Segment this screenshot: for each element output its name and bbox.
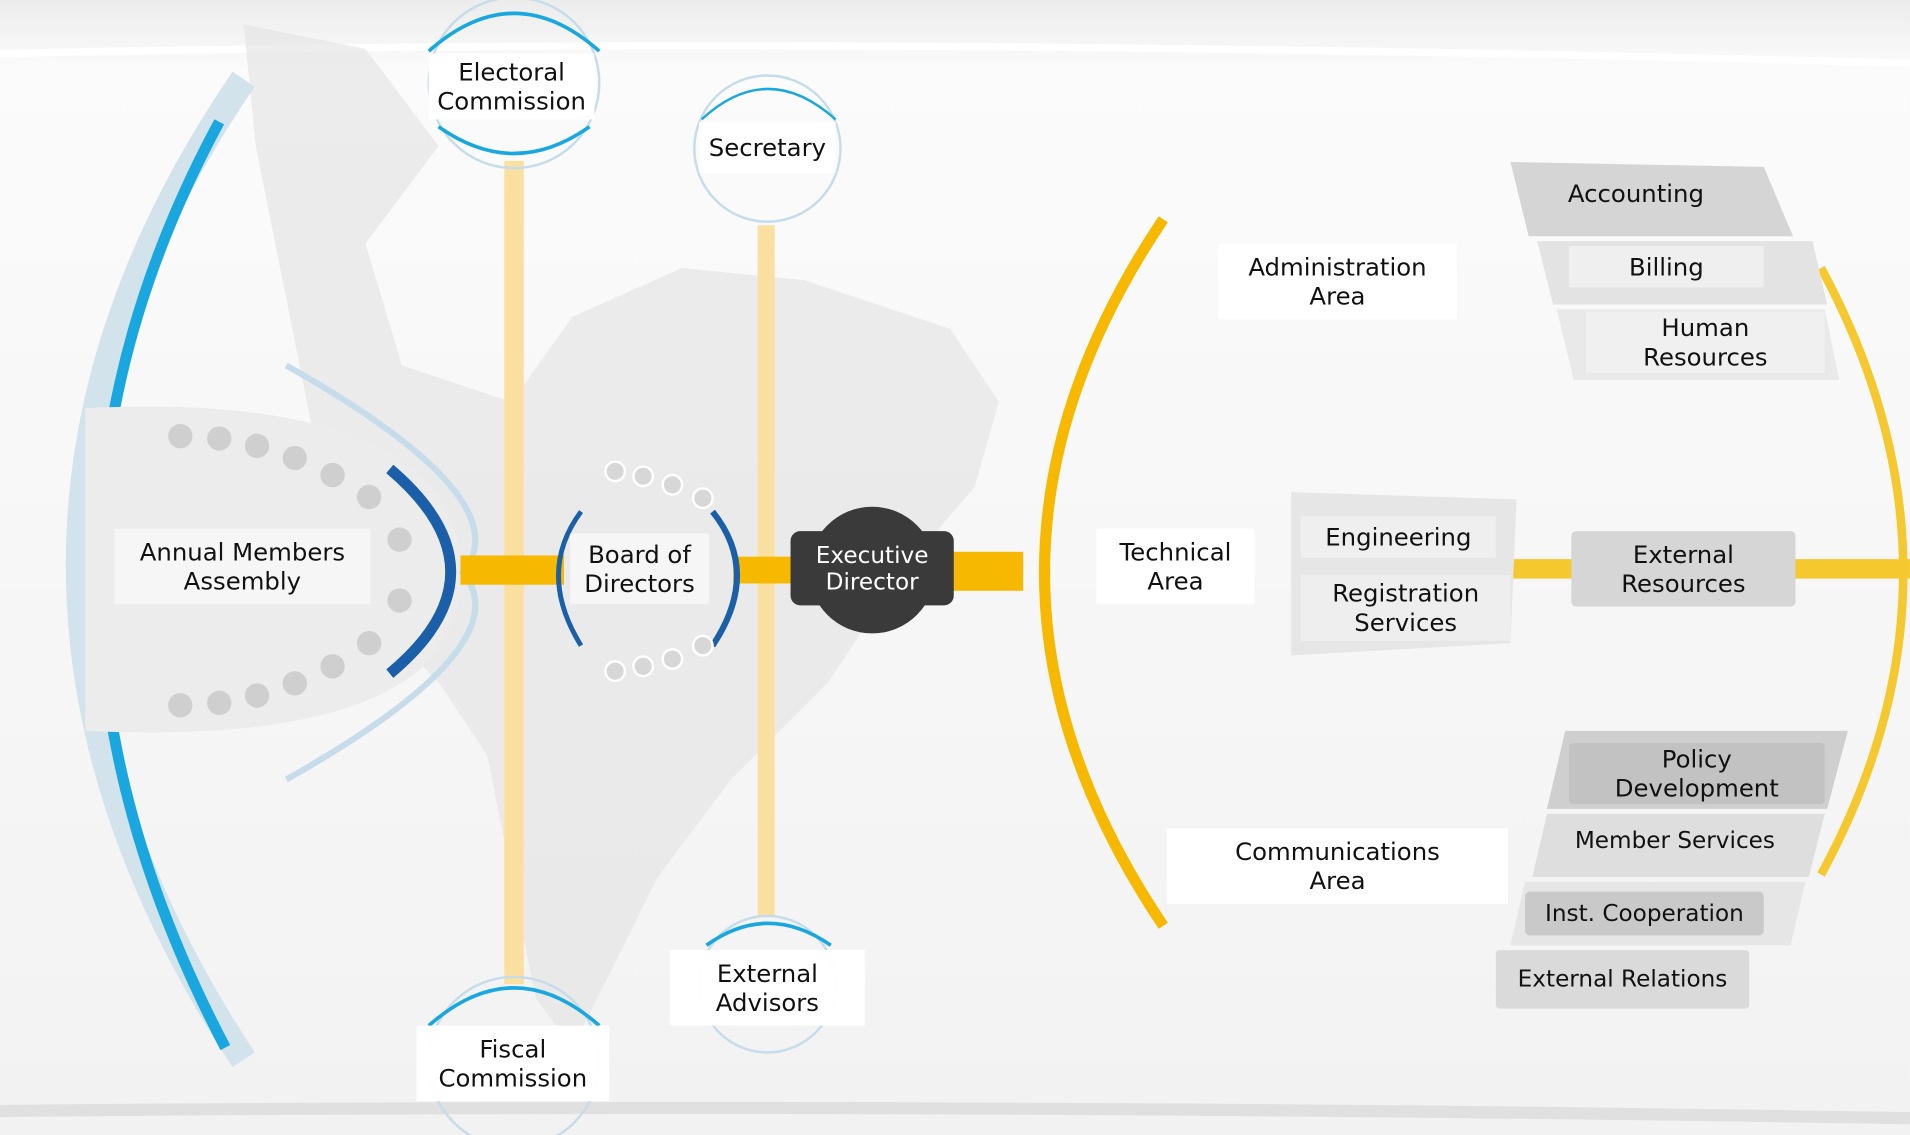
billing-label[interactable]: Billing [1568, 246, 1764, 288]
board-of-directors-label[interactable]: Board of Directors [570, 533, 709, 605]
fiscal-commission-label[interactable]: Fiscal Commission [416, 1025, 610, 1102]
fiscal-commission-arc [427, 986, 601, 1028]
electoral-commission-arc-top [427, 11, 601, 53]
engineering-resources-connector [1512, 559, 1574, 579]
board-left-arc [556, 510, 584, 647]
board-executive-connector [733, 556, 795, 584]
registration-services-label[interactable]: Registration Services [1300, 574, 1511, 641]
engineering-label[interactable]: Engineering [1300, 516, 1496, 558]
annual-members-assembly-label[interactable]: Annual Members Assembly [114, 528, 371, 605]
secretary-label[interactable]: Secretary [699, 121, 836, 173]
member-services-label[interactable]: Member Services [1574, 827, 1775, 854]
technical-area-label[interactable]: Technical Area [1096, 528, 1255, 605]
external-advisors-label[interactable]: External Advisors [669, 950, 865, 1026]
external-relations-label[interactable]: External Relations [1495, 950, 1750, 1009]
external-resources-connector [1790, 559, 1910, 579]
executive-director-label[interactable]: Executive Director [790, 531, 954, 606]
human-resources-label[interactable]: Human Resources [1585, 311, 1825, 373]
accounting-backdrop [1510, 162, 1794, 237]
inst-cooperation-label[interactable]: Inst. Cooperation [1525, 891, 1764, 936]
bottom-band [0, 1101, 1910, 1125]
administration-area-label[interactable]: Administration Area [1218, 243, 1457, 320]
external-resources-label[interactable]: External Resources [1571, 531, 1796, 607]
executive-areas-connector [952, 551, 1024, 591]
assembly-board-connector [460, 555, 564, 585]
accounting-label[interactable]: Accounting [1567, 179, 1704, 209]
areas-arc [1039, 216, 1168, 929]
electoral-commission-label[interactable]: Electoral Commission [428, 53, 595, 120]
electoral-commission-arc-bottom [437, 125, 591, 156]
assembly-member-dots [168, 423, 412, 718]
secretary-ring [693, 74, 842, 223]
policy-development-label[interactable]: Policy Development [1568, 743, 1825, 804]
board-member-dots [604, 460, 714, 683]
assembly-inner-arc [386, 464, 456, 678]
external-advisors-arc [705, 921, 832, 947]
board-right-arc [710, 509, 740, 648]
communications-area-label[interactable]: Communications Area [1166, 828, 1509, 904]
member-services-backdrop [1532, 813, 1825, 878]
secretary-arc [700, 87, 837, 121]
